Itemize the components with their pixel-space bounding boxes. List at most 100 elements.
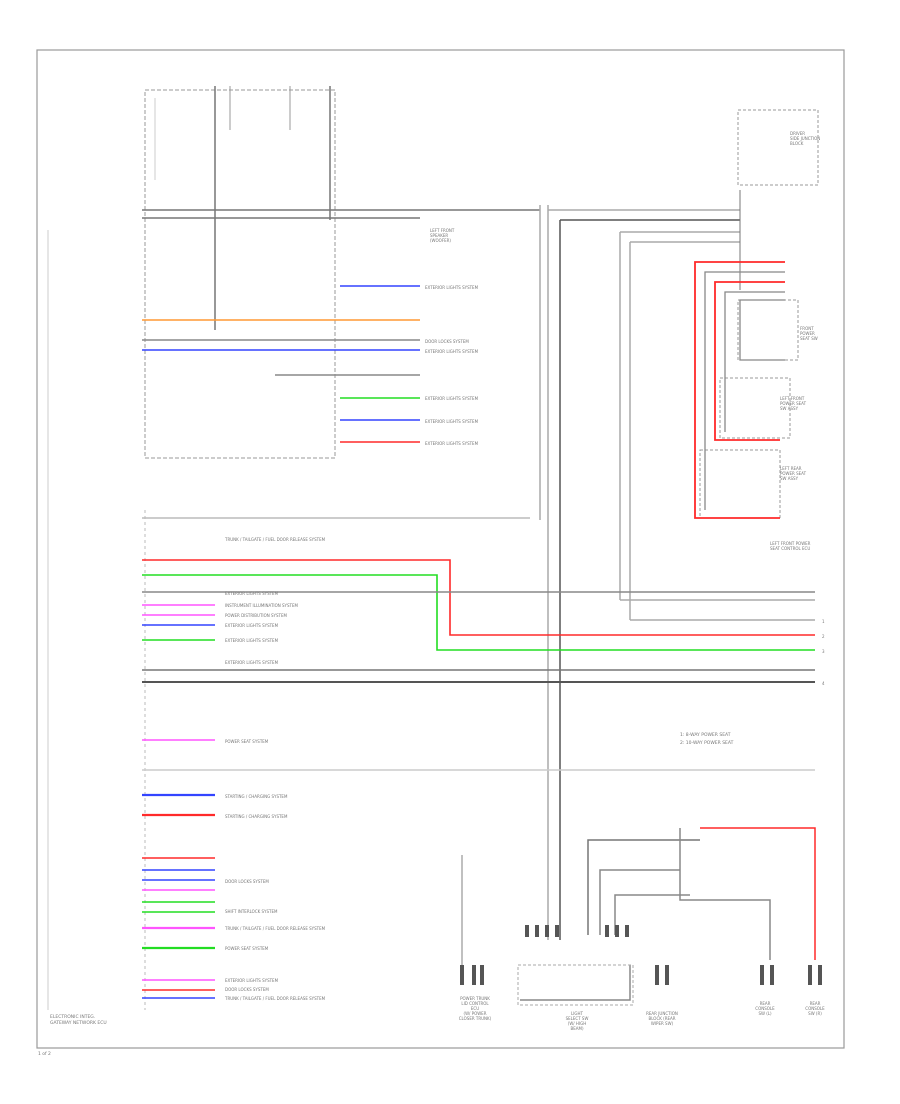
r1-l1: DRIVER	[790, 131, 805, 136]
bottom-wires	[461, 827, 816, 1001]
sys-ref-1: EXTERIOR LIGHTS SYSTEM	[425, 285, 479, 290]
sys-ref-18: SHIFT INTERLOCK SYSTEM	[225, 909, 278, 914]
r4-l3: SW ASSY	[780, 476, 799, 481]
right-grey-loops	[704, 271, 785, 510]
upper-wires	[142, 209, 540, 443]
sys-ref-20: POWER SEAT SYSTEM	[225, 946, 269, 951]
sys-ref-8: EXTERIOR LIGHTS SYSTEM	[225, 591, 279, 596]
c3-l3: WIPER SW)	[651, 1021, 674, 1026]
conn-num-1: 1	[822, 619, 825, 624]
driver-side-junction-box	[737, 109, 819, 186]
r4-l1: LEFT REAR	[780, 466, 802, 471]
callout-line-2: SPEAKER	[430, 233, 448, 238]
sys-ref-4: EXTERIOR LIGHTS SYSTEM	[425, 396, 479, 401]
conn-b2	[472, 965, 476, 985]
sys-ref-15: STARTING / CHARGING SYSTEM	[225, 794, 288, 799]
conn-b5	[535, 925, 539, 937]
grey-loop-3	[739, 299, 785, 361]
r4-l2: POWER SEAT	[780, 471, 807, 476]
sys-ref-3: EXTERIOR LIGHTS SYSTEM	[425, 349, 479, 354]
c2-l3: (W/ HIGH	[568, 1021, 586, 1026]
right-component-labels: DRIVER SIDE JUNCTION BLOCK FRONT POWER S…	[770, 131, 820, 551]
conn-num-3: 3	[822, 649, 825, 654]
system-ref-labels: EXTERIOR LIGHTS SYSTEM DOOR LOCKS SYSTEM…	[224, 285, 479, 1001]
lower-wires	[142, 517, 815, 999]
bottom-grey-4	[679, 828, 771, 960]
conn-b11	[655, 965, 659, 985]
conn-b16	[818, 965, 822, 985]
sys-ref-5: EXTERIOR LIGHTS SYSTEM	[425, 419, 479, 424]
centre-trunk	[539, 205, 740, 940]
right-red-loops	[694, 261, 785, 519]
conn-b4	[525, 925, 529, 937]
r1-l2: SIDE JUNCTION	[790, 136, 820, 141]
sys-ref-19: TRUNK / TAILGATE / FUEL DOOR RELEASE SYS…	[224, 926, 326, 931]
c2-l1: LIGHT	[571, 1011, 584, 1016]
light-select-sw-box	[517, 964, 634, 1006]
callout-line-1: LEFT FRONT	[430, 228, 455, 233]
r3-l1: LEFT FRONT	[780, 396, 805, 401]
conn-b15	[808, 965, 812, 985]
r2-l1: FRONT	[800, 326, 814, 331]
legend-item-2: 2: 10-WAY POWER SEAT	[680, 740, 734, 746]
c2-l2: SELECT SW	[566, 1016, 589, 1021]
grey-loop-1	[704, 271, 785, 510]
c1-l2: LID CONTROL	[461, 1001, 489, 1006]
sys-ref-7: TRUNK / TAILGATE / FUEL DOOR RELEASE SYS…	[224, 537, 326, 542]
conn-b6	[545, 925, 549, 937]
r2-l2: POWER	[800, 331, 815, 336]
legend: 1: 8-WAY POWER SEAT 2: 10-WAY POWER SEAT	[680, 732, 734, 746]
c5-l2: CONSOLE	[805, 1006, 825, 1011]
conn-num-2: 2	[822, 634, 825, 639]
conn-b12	[665, 965, 669, 985]
r1-l3: BLOCK	[790, 141, 804, 146]
c3-l1: REAR JUNCTION	[646, 1011, 678, 1016]
conn-b10	[625, 925, 629, 937]
r3-l3: SW ASSY	[780, 406, 799, 411]
red-loop-2	[714, 281, 785, 441]
conn-b13	[760, 965, 764, 985]
sys-ref-11: EXTERIOR LIGHTS SYSTEM	[225, 623, 279, 628]
c1-l3: ECU	[471, 1006, 479, 1011]
grey-loop-2	[724, 291, 785, 432]
sys-ref-23: TRUNK / TAILGATE / FUEL DOOR RELEASE SYS…	[224, 996, 326, 1001]
bottom-grey-3	[614, 894, 690, 935]
conn-b14	[770, 965, 774, 985]
diagram-border	[36, 49, 845, 1049]
left-front-power-seat-sw-box	[719, 377, 791, 439]
callout-line-3: (WOOFER)	[430, 238, 451, 243]
footer-page-ref: 1 of 2	[38, 1051, 51, 1057]
c1-l4: (W/ POWER	[464, 1011, 487, 1016]
sys-ref-9: INSTRUMENT ILLUMINATION SYSTEM	[225, 603, 298, 608]
conn-b1	[460, 965, 464, 985]
footer-controller-1: ELECTRONIC INTEG.	[50, 1014, 95, 1020]
wire-lower-green	[142, 574, 815, 651]
bottom-red	[700, 827, 816, 960]
legend-item-1: 1: 8-WAY POWER SEAT	[680, 732, 731, 738]
bottom-grey-2	[599, 869, 680, 935]
conn-num-4: 4	[822, 681, 825, 686]
bottom-grey-5	[520, 965, 631, 1001]
r5-l2: SEAT CONTROL ECU	[770, 546, 810, 551]
wire-lower-red	[142, 559, 815, 636]
conn-b3	[480, 965, 484, 985]
red-loop-1	[694, 261, 785, 519]
footer-controller-2: GATEWAY NETWORK ECU	[50, 1020, 107, 1026]
sys-ref-21: EXTERIOR LIGHTS SYSTEM	[225, 978, 279, 983]
c1-l5: CLOSER TRUNK)	[459, 1016, 492, 1021]
c4-l1: REAR	[760, 1001, 771, 1006]
callout-left-front-speaker: LEFT FRONT SPEAKER (WOOFER)	[430, 228, 455, 243]
left-rear-power-seat-sw-box	[699, 449, 781, 519]
c4-l3: SW (L)	[758, 1011, 772, 1016]
conn-b9	[615, 925, 619, 937]
sys-ref-14: POWER SEAT SYSTEM	[225, 739, 269, 744]
connector-numbers: 1 2 3 4	[822, 619, 825, 686]
r5-l1: LEFT FRONT POWER	[770, 541, 811, 546]
conn-b7	[555, 925, 559, 937]
sys-ref-2: DOOR LOCKS SYSTEM	[425, 339, 469, 344]
sys-ref-10: POWER DISTRIBUTION SYSTEM	[225, 613, 287, 618]
sys-ref-12: EXTERIOR LIGHTS SYSTEM	[225, 638, 279, 643]
r3-l2: POWER SEAT	[780, 401, 807, 406]
